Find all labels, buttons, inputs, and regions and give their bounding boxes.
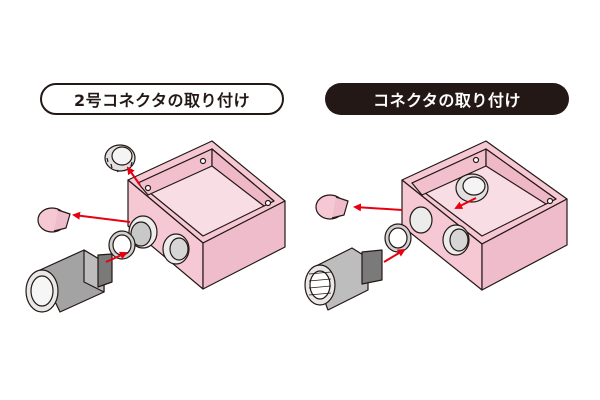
left-washer bbox=[108, 230, 136, 260]
arrow-right-plug bbox=[353, 203, 403, 212]
label-2go-connector: 2号コネクタの取り付け bbox=[40, 83, 284, 115]
arrow-top-cap bbox=[126, 166, 141, 186]
label-connector: コネクタの取り付け bbox=[325, 83, 569, 115]
left-connector bbox=[25, 249, 113, 313]
right-side-plug bbox=[315, 194, 349, 220]
left-top-cap bbox=[104, 144, 136, 173]
right-box-knockout bbox=[409, 206, 433, 234]
left-box-inner-wall-2 bbox=[211, 148, 275, 207]
right-junction-box bbox=[401, 140, 568, 291]
right-box-screw-hole bbox=[472, 156, 480, 164]
left-box-screw-hole bbox=[144, 184, 152, 192]
arrow-right-locknut bbox=[454, 197, 477, 209]
arrow-left-plug bbox=[72, 211, 131, 223]
left-side-plug bbox=[37, 207, 71, 233]
left-illustration bbox=[25, 140, 286, 313]
label-connector-text: コネクタの取り付け bbox=[373, 91, 521, 110]
right-inside-locknut bbox=[455, 173, 489, 203]
right-illustration bbox=[304, 140, 568, 311]
left-box-screw-hole bbox=[199, 157, 207, 165]
left-box-screw-hole bbox=[264, 199, 272, 207]
right-washer bbox=[384, 223, 412, 253]
left-locknut bbox=[128, 215, 158, 249]
left-junction-box bbox=[127, 140, 286, 290]
arrow-left-connector bbox=[105, 251, 128, 263]
left-box-right-face bbox=[202, 200, 286, 290]
right-connector bbox=[304, 247, 383, 311]
right-box-inner-wall-2 bbox=[485, 148, 557, 205]
arrow-right-connector bbox=[383, 248, 406, 263]
label-2go-connector-text: 2号コネクタの取り付け bbox=[74, 91, 250, 110]
right-box-screw-hole bbox=[546, 197, 554, 205]
right-box-right-face bbox=[481, 198, 568, 291]
